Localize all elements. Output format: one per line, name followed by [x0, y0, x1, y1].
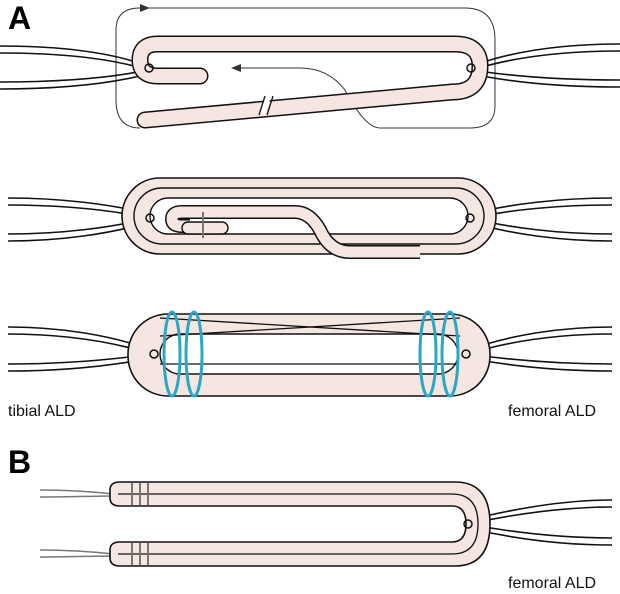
panel-b-graft	[39, 481, 613, 567]
step-2-folded-graft	[7, 177, 613, 259]
inner-graft-loop	[133, 187, 485, 245]
tibial-eyelet	[144, 63, 154, 73]
passing-guide-bottom	[115, 99, 141, 129]
femoral-eyelet-2	[465, 213, 475, 223]
passing-guide-outline	[140, 7, 496, 129]
whip-suture-tails	[39, 489, 115, 558]
femoral-eyelet	[466, 63, 476, 73]
femoral-ald-label-b: femoral ALD	[508, 575, 597, 592]
break-marks	[258, 95, 274, 116]
tibial-eyelet-2	[145, 213, 155, 223]
step-1-graft-passing	[0, 4, 620, 129]
femoral-suture-right	[471, 43, 620, 88]
panel-b-label: B	[8, 444, 32, 480]
crossing-strands-top	[159, 317, 461, 337]
suture-wraps-tibial	[162, 310, 204, 398]
tibial-ald-label: tibial ALD	[8, 403, 76, 420]
tibial-eyelet-3	[149, 349, 159, 359]
short-strand	[181, 221, 229, 235]
sutured-graft-inner	[159, 333, 459, 375]
panel-a-label: A	[8, 0, 32, 36]
passing-guide-top	[115, 7, 141, 100]
folded-graft-strand-lines	[118, 493, 479, 555]
step-3-sutured-graft	[7, 310, 613, 398]
whip-stitches-b	[131, 483, 149, 565]
femoral-eyelet-3	[461, 349, 471, 359]
suture-wraps-femoral	[418, 310, 460, 398]
tibial-suture-left	[0, 45, 149, 90]
femoral-ald-label: femoral ALD	[508, 403, 597, 420]
femoral-eyelet-b	[463, 519, 473, 529]
top-arrow-head	[140, 4, 150, 12]
folded-graft-outer	[109, 481, 491, 567]
